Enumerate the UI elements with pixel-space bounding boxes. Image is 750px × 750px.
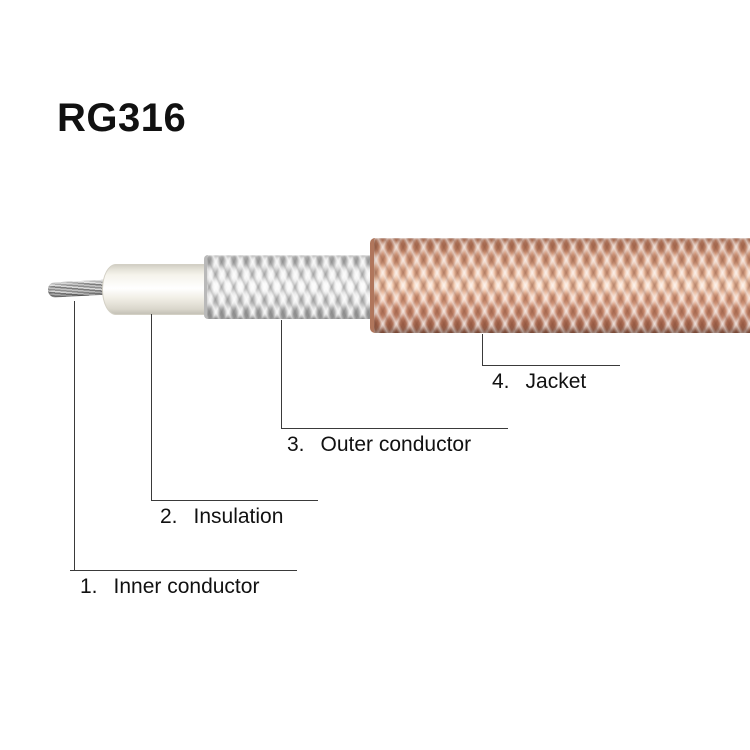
callout-text-jacket: Jacket <box>525 370 587 393</box>
callout-vline-inner-conductor <box>74 301 75 570</box>
callout-label-inner-conductor: 1. Inner conductor <box>80 575 259 599</box>
callout-hline-outer-conductor <box>281 428 508 429</box>
callout-text-inner-conductor: Inner conductor <box>113 575 260 598</box>
callout-number-insulation: 2. <box>160 505 178 528</box>
callout-hline-insulation <box>151 500 318 501</box>
callout-vline-insulation <box>151 314 152 500</box>
callout-text-insulation: Insulation <box>193 505 284 528</box>
callout-text-outer-conductor: Outer conductor <box>320 433 472 456</box>
callout-label-outer-conductor: 3. Outer conductor <box>287 433 471 457</box>
callout-number-inner-conductor: 1. <box>80 575 98 598</box>
callout-hline-jacket <box>482 365 620 366</box>
callout-label-jacket: 4. Jacket <box>492 370 586 394</box>
diagram-title: RG316 <box>57 96 187 140</box>
callout-vline-outer-conductor <box>281 320 282 428</box>
outer-conductor-layer <box>204 255 380 319</box>
callout-number-outer-conductor: 3. <box>287 433 305 456</box>
callout-number-jacket: 4. <box>492 370 510 393</box>
callout-label-insulation: 2. Insulation <box>160 505 283 529</box>
insulation-layer <box>102 264 214 315</box>
jacket-layer <box>370 238 750 333</box>
callout-vline-jacket <box>482 334 483 365</box>
callout-hline-inner-conductor <box>70 570 297 571</box>
